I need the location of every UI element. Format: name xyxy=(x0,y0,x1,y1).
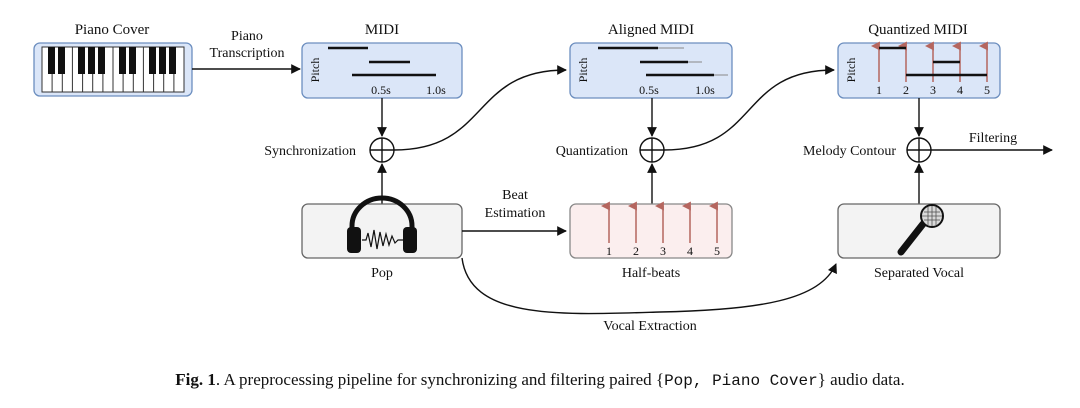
caption-prefix: Fig. 1 xyxy=(175,370,216,389)
circle-plus-icon xyxy=(906,137,932,163)
edge-vocal-extraction xyxy=(461,257,837,315)
separated-vocal-label: Separated Vocal xyxy=(874,266,964,281)
aligned-midi-box: Pitch 0.5s 1.0s xyxy=(569,42,733,99)
piano-keyboard-icon xyxy=(41,46,185,93)
edge-quant-to-quantized xyxy=(663,65,835,151)
aligned-midi-tick: 1.0s xyxy=(695,83,715,97)
piano-cover-box xyxy=(33,42,193,97)
quantization-label: Quantization xyxy=(556,144,628,159)
quantized-midi-tick: 4 xyxy=(957,83,963,97)
aligned-midi-pitch-axis: Pitch xyxy=(576,58,590,83)
quantized-midi-title: Quantized MIDI xyxy=(868,22,968,38)
headphones-icon xyxy=(347,195,417,253)
pop-box xyxy=(301,195,463,259)
filtering-label: Filtering xyxy=(969,131,1017,146)
midi-box: Pitch 0.5s 1.0s xyxy=(301,42,463,99)
aligned-midi-tick: 0.5s xyxy=(639,83,659,97)
caption-text: . A preprocessing pipeline for synchroni… xyxy=(215,370,656,389)
quantized-midi-tick: 2 xyxy=(903,83,909,97)
caption-suffix: audio data. xyxy=(825,370,905,389)
caption-code: Pop, Piano Cover xyxy=(664,372,818,390)
piano-cover-title: Piano Cover xyxy=(75,22,150,38)
pop-label: Pop xyxy=(371,266,393,281)
quantized-midi-box: Pitch 1 2 3 4 5 xyxy=(837,41,1001,99)
vocal-extraction-label: Vocal Extraction xyxy=(603,319,696,334)
microphone-icon xyxy=(897,204,944,256)
separated-vocal-box xyxy=(837,203,1001,259)
midi-tick: 0.5s xyxy=(371,83,391,97)
midi-pitch-axis: Pitch xyxy=(308,58,322,83)
aligned-midi-title: Aligned MIDI xyxy=(608,22,694,38)
half-beat-tick: 2 xyxy=(633,244,639,258)
midi-tick: 1.0s xyxy=(426,83,446,97)
half-beat-tick: 1 xyxy=(606,244,612,258)
beat-estimation-label-1: Beat xyxy=(502,188,528,203)
half-beats-label: Half-beats xyxy=(622,266,680,281)
synchronization-label: Synchronization xyxy=(264,144,356,159)
half-beats-box: 1 2 3 4 5 xyxy=(569,201,733,259)
quantized-midi-tick: 5 xyxy=(984,83,990,97)
figure-caption: Fig. 1. A preprocessing pipeline for syn… xyxy=(0,370,1080,390)
half-beat-tick: 3 xyxy=(660,244,666,258)
piano-transcription-label-2: Transcription xyxy=(210,46,285,61)
quantized-midi-tick: 3 xyxy=(930,83,936,97)
caption-brace-open: { xyxy=(655,370,665,389)
quantized-midi-pitch-axis: Pitch xyxy=(844,58,858,83)
melody-contour-label: Melody Contour xyxy=(803,144,896,159)
half-beat-tick: 4 xyxy=(687,244,693,258)
edge-sync-to-aligned xyxy=(393,65,567,151)
piano-transcription-label-1: Piano xyxy=(231,29,263,44)
half-beat-tick: 5 xyxy=(714,244,720,258)
midi-title: MIDI xyxy=(365,22,399,38)
beat-estimation-label-2: Estimation xyxy=(485,206,546,221)
caption-brace-close: } xyxy=(817,370,826,389)
circle-plus-icon xyxy=(639,137,665,163)
circle-plus-icon xyxy=(369,137,395,163)
quantized-midi-tick: 1 xyxy=(876,83,882,97)
